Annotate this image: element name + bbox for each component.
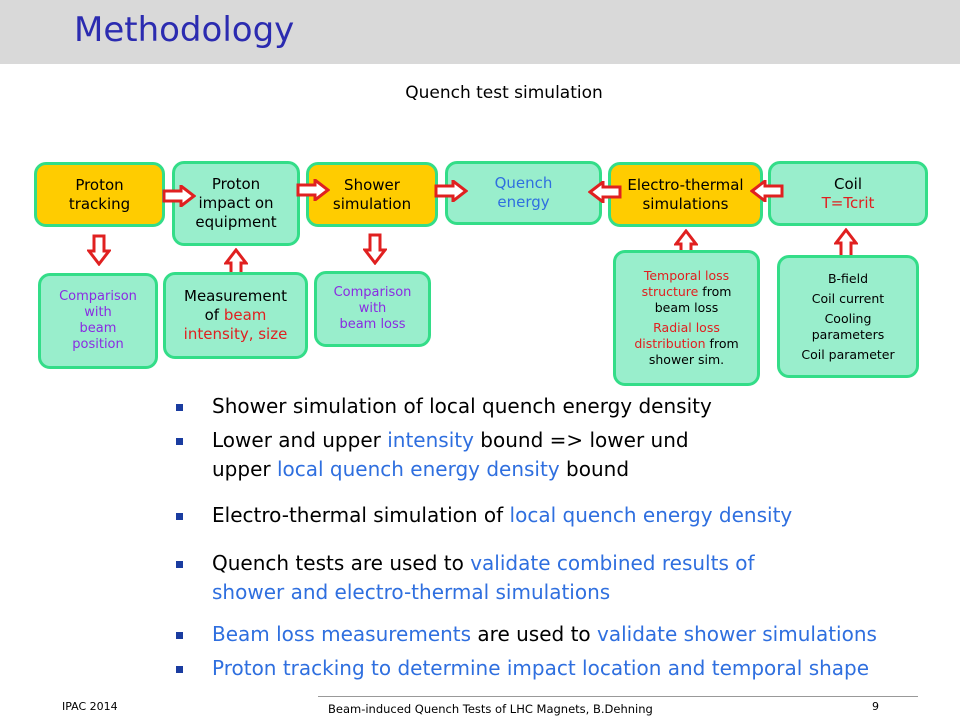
measurement-beam-box: Measurement of beam intensity, size [163,272,308,359]
page-title: Methodology [74,10,295,50]
bullet-marker [176,513,183,520]
diagram-subtitle: Quench test simulation [405,83,603,103]
footer-divider [318,696,918,697]
arrow-down-icon [363,233,387,265]
title-bar [0,0,960,64]
arrow-right-icon [162,185,196,207]
bfield-parameters-box: B-field Coil current Cooling parameters … [777,255,919,378]
footer-title: Beam-induced Quench Tests of LHC Magnets… [328,702,653,716]
arrow-right-icon [296,179,330,201]
bullet-marker [176,666,183,673]
bullet-marker [176,438,183,445]
footer-conference: IPAC 2014 [62,700,118,713]
bullet-marker [176,632,183,639]
bullet-marker [176,404,183,411]
arrow-right-icon [434,180,468,202]
arrow-left-icon [750,180,784,202]
arrow-left-icon [588,181,622,203]
arrow-down-icon [87,234,111,266]
temporal-radial-loss-box: Temporal loss structure from beam loss R… [613,250,760,386]
page-number: 9 [872,700,879,713]
bullet-marker [176,561,183,568]
